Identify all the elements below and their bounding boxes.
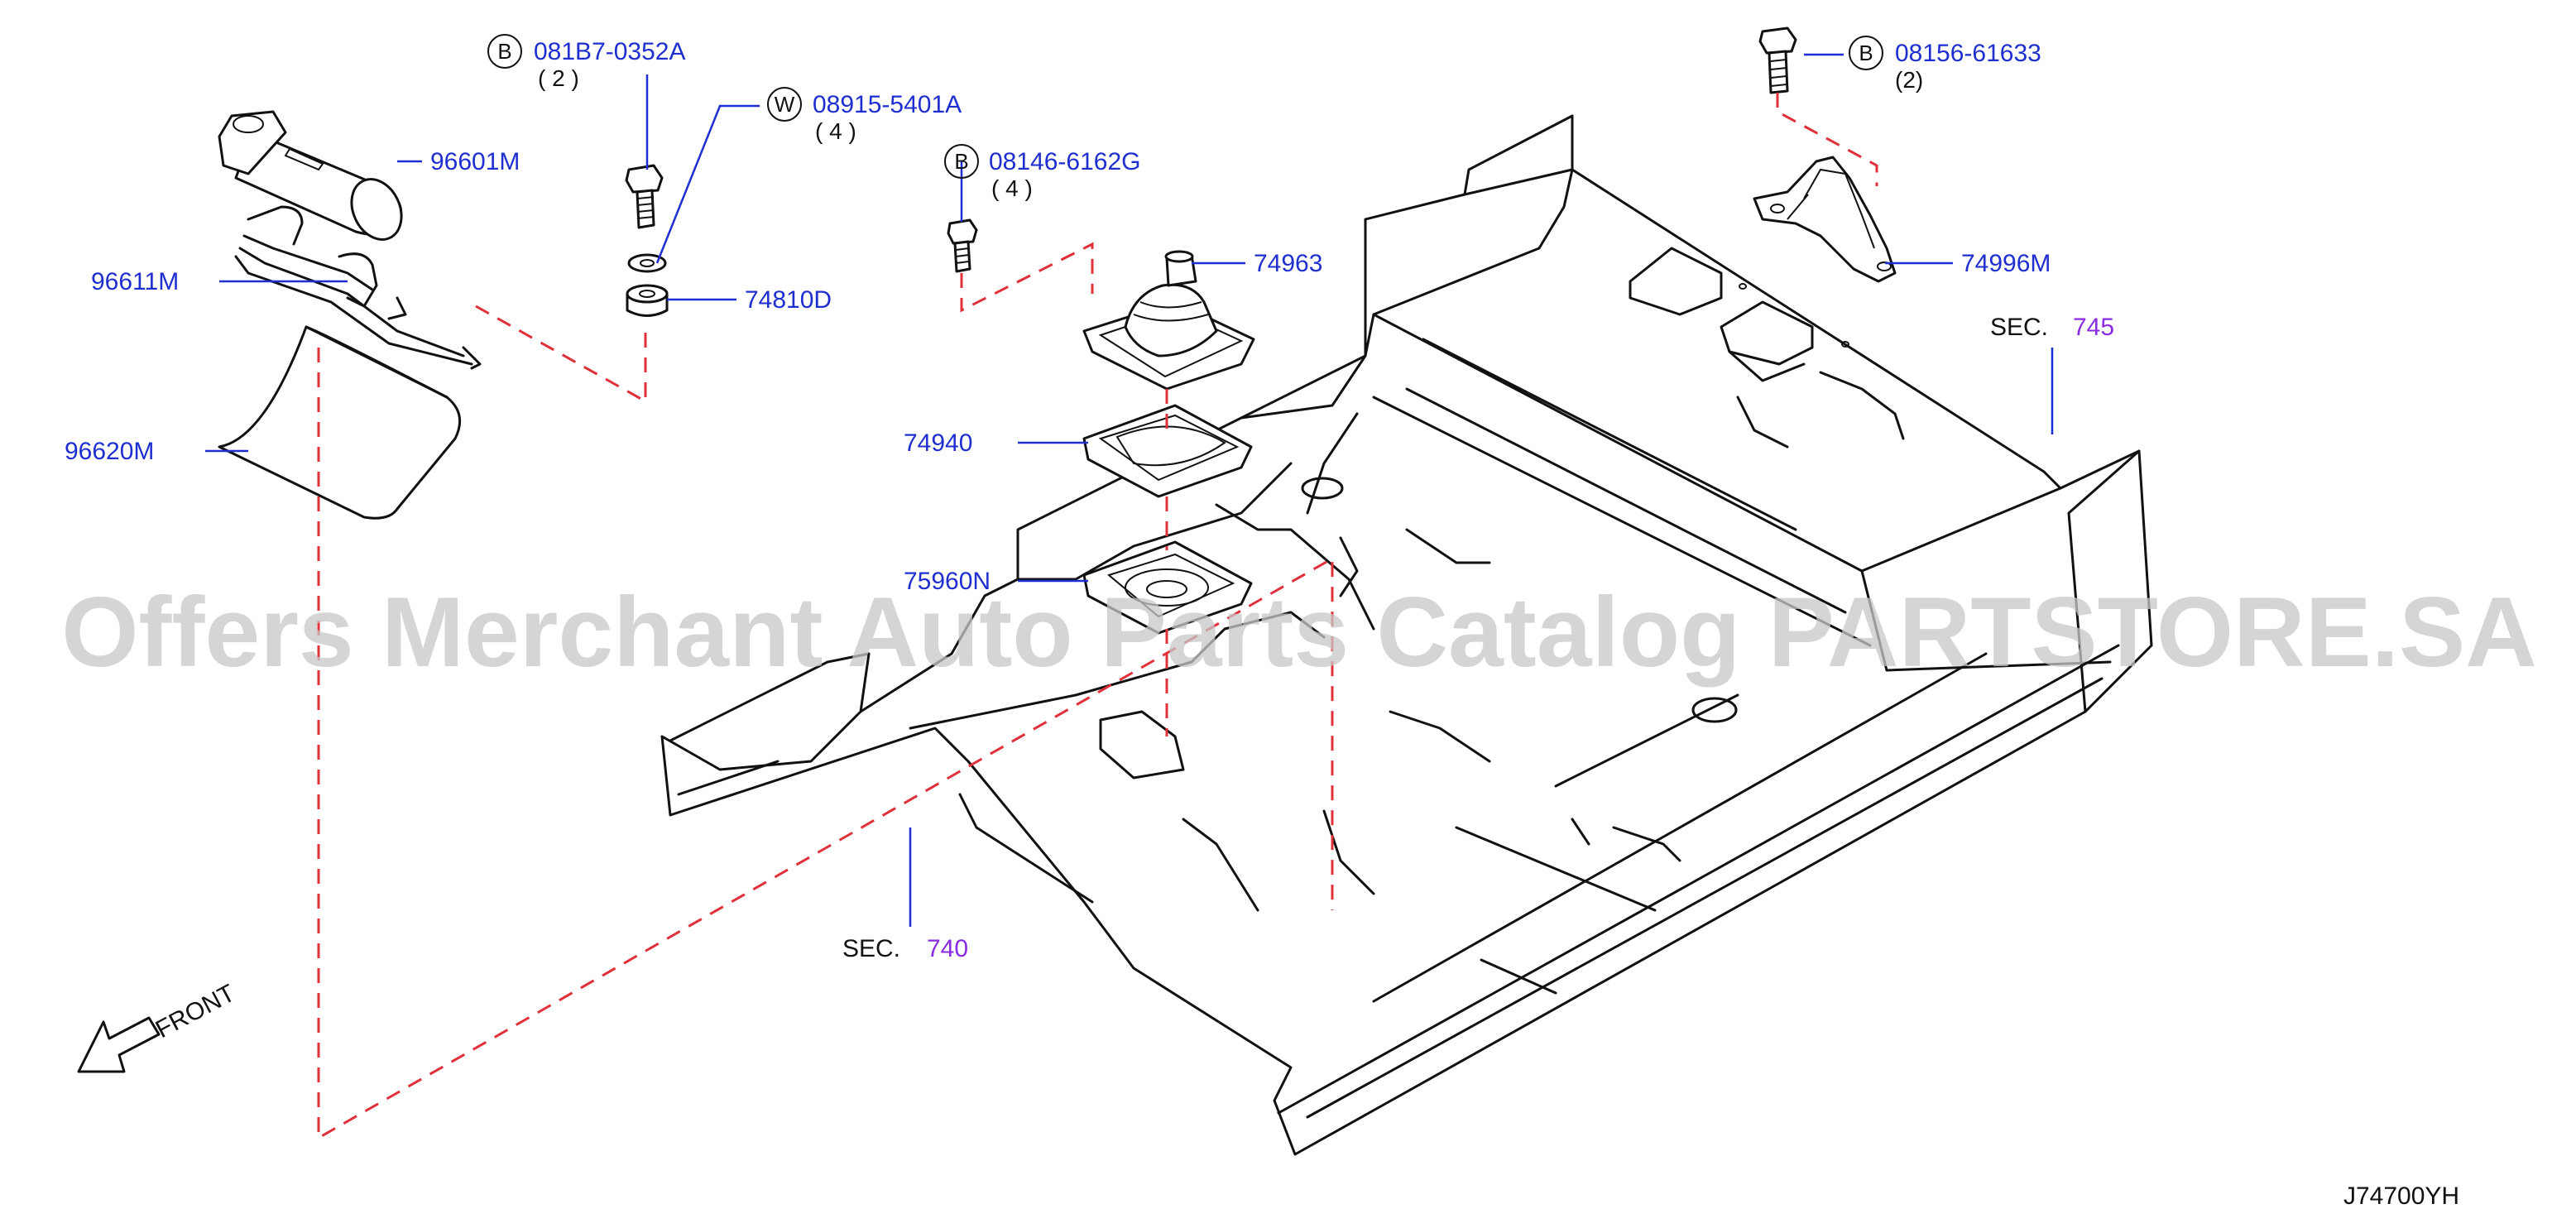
extinguisher-cover: [218, 325, 462, 520]
bolt-prefix: B: [1859, 41, 1873, 65]
front-direction-indicator: FRONT: [77, 980, 240, 1073]
bolt-b-circle-icon: [1849, 36, 1883, 70]
part-number-08156[interactable]: 08156-61633: [1895, 40, 2041, 67]
leader-lines: [205, 53, 2054, 927]
watermark: Offers Merchant Auto Parts Catalog PARTS…: [61, 577, 2537, 688]
assembly-lines: [317, 93, 1878, 1140]
qty-08156: (2): [1895, 67, 1923, 93]
section-number-745[interactable]: 745: [2073, 314, 2114, 341]
front-arrow-icon: [77, 1016, 161, 1073]
part-number-08915[interactable]: 08915-5401A: [813, 91, 962, 118]
boot-retainer-plate: [1082, 404, 1253, 498]
callout-bolt-08146[interactable]: B 08146-6162G ( 4 ): [944, 144, 1141, 201]
qty-081b7: ( 2 ): [538, 65, 579, 91]
bolt-prefix: B: [497, 39, 511, 64]
shift-boot-stack: [947, 218, 1255, 635]
shift-boot: [1082, 250, 1255, 391]
bolt-prefix: B: [954, 149, 968, 174]
part-label-96601m[interactable]: 96601M: [430, 148, 520, 175]
washer-w-circle-icon: [767, 87, 802, 122]
fastener-stack-left: [625, 164, 669, 317]
part-number-08146[interactable]: 08146-6162G: [989, 148, 1141, 175]
part-label-96620m[interactable]: 96620M: [65, 438, 154, 465]
front-label: FRONT: [151, 980, 240, 1044]
callout-washer-08915[interactable]: W 08915-5401A ( 4 ): [767, 87, 962, 144]
section-ref-745[interactable]: SEC. 745: [1990, 314, 2114, 341]
qty-08146: ( 4 ): [991, 175, 1033, 201]
bolt-b-circle-icon: [487, 34, 522, 69]
extinguisher-cylinder: [218, 110, 403, 241]
callout-bolt-08156[interactable]: B 08156-61633 (2): [1849, 36, 2041, 93]
qty-08915: ( 4 ): [815, 118, 856, 144]
part-label-74996m[interactable]: 74996M: [1961, 250, 2051, 277]
section-prefix: SEC.: [842, 935, 900, 962]
part-label-74810d[interactable]: 74810D: [745, 286, 832, 314]
part-label-96611m[interactable]: 96611M: [91, 268, 179, 295]
diagram-code: J74700YH: [2343, 1182, 2459, 1210]
floor-panel: [660, 114, 2153, 1156]
extinguisher-bracket: [234, 205, 482, 370]
bolt-b-circle-icon: [944, 144, 979, 179]
callout-bolt-081b7[interactable]: B 081B7-0352A ( 2 ): [487, 34, 686, 91]
part-label-75960n[interactable]: 75960N: [904, 568, 991, 595]
floor-gasket: [1082, 540, 1253, 635]
washer-prefix: W: [775, 92, 795, 117]
part-number-081b7[interactable]: 081B7-0352A: [534, 38, 686, 65]
rear-bracket-assembly: [1753, 26, 1897, 283]
section-prefix: SEC.: [1990, 314, 2048, 341]
section-number-740[interactable]: 740: [927, 935, 968, 962]
part-label-74963[interactable]: 74963: [1254, 250, 1322, 277]
extinguisher-assembly: [218, 110, 482, 520]
part-label-74940[interactable]: 74940: [904, 429, 972, 457]
section-ref-740[interactable]: SEC. 740: [842, 935, 968, 962]
